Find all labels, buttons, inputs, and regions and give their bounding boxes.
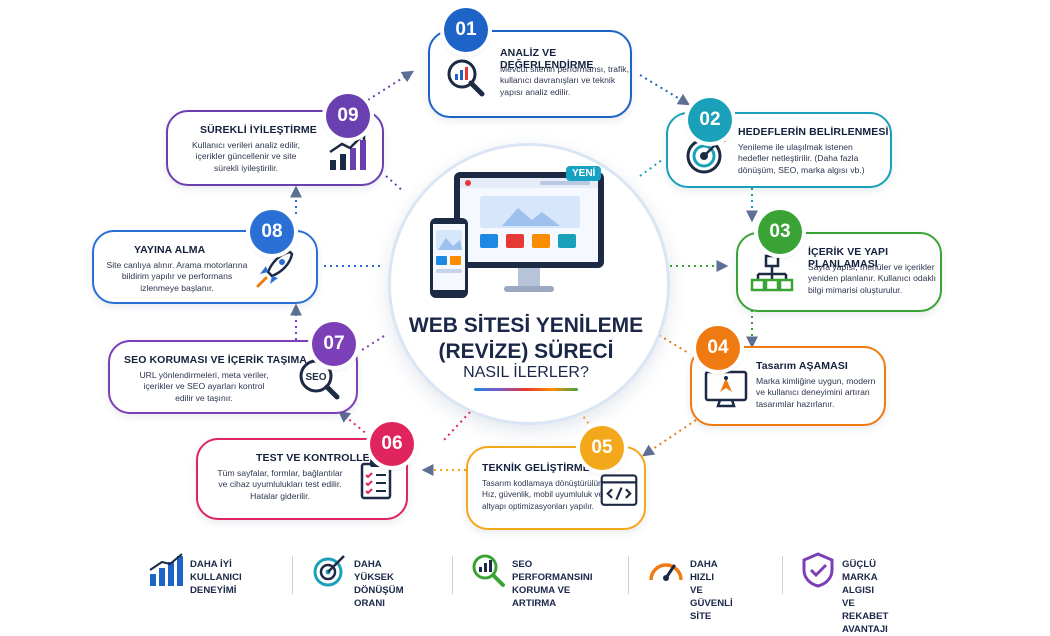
center-subtitle: NASIL İLERLER? xyxy=(463,364,589,381)
magnifier-chart-icon xyxy=(472,554,505,587)
bar-chart-icon xyxy=(149,553,183,586)
center-title: WEB SİTESİ YENİLEME (REVİZE) SÜRECİ xyxy=(408,314,644,363)
devices-illustration xyxy=(430,172,604,298)
step-card-03: İÇERİK VE YAPI PLANLAMASI Sayfa yapısı, … xyxy=(736,232,942,312)
step-badge-08: 08 xyxy=(250,210,294,254)
code-window-icon xyxy=(600,474,638,506)
step-title: TEKNİK GELİŞTİRME xyxy=(482,462,590,474)
divider xyxy=(452,556,453,594)
step-title: TEST VE KONTROLLER xyxy=(256,452,378,464)
step-badge-05: 05 xyxy=(580,426,624,470)
svg-text:SEO: SEO xyxy=(305,372,326,383)
step-badge-04: 04 xyxy=(696,326,740,370)
step-title: HEDEFLERİN BELİRLENMESİ xyxy=(738,126,889,138)
step-title: SEO KORUMASI VE İÇERİK TAŞIMA xyxy=(124,354,307,366)
step-description: URL yönlendirmeleri, meta veriler,içerik… xyxy=(139,370,269,403)
step-card-04: Tasarım AŞAMASI Marka kimliğine uygun, m… xyxy=(690,346,886,426)
step-description: Mevcut sitenin performansı, trafik,kulla… xyxy=(500,64,629,97)
step-badge-07: 07 xyxy=(312,322,356,366)
step-description: Tasarım kodlamaya dönüştürülür.Hız, güve… xyxy=(482,479,604,511)
target-icon xyxy=(313,555,345,587)
step-badge-09: 09 xyxy=(326,94,370,138)
step-title: SÜREKLİ İYİLEŞTİRME xyxy=(200,124,317,136)
divider xyxy=(292,556,293,594)
shield-check-icon xyxy=(802,552,834,588)
rainbow-underline xyxy=(474,388,578,391)
rocket-icon xyxy=(256,250,294,288)
process-infographic: YENİ WEB SİTESİ YENİLEME (REVİZE) SÜRECİ… xyxy=(0,8,1050,635)
step-badge-01: 01 xyxy=(444,8,488,52)
speedometer-icon xyxy=(649,563,683,581)
step-description: Kullanıcı verileri analiz edilir,içerikl… xyxy=(192,140,300,173)
seo-magnifier-icon: SEO xyxy=(299,359,340,400)
sitemap-icon xyxy=(750,254,794,292)
step-badge-02: 02 xyxy=(688,98,732,142)
step-badge-03: 03 xyxy=(758,210,802,254)
divider xyxy=(782,556,783,594)
step-title: İÇERİK VE YAPI PLANLAMASI xyxy=(808,246,889,270)
step-title: YAYINA ALMA xyxy=(134,244,206,256)
step-title: ANALİZ VE DEĞERLENDİRME xyxy=(500,47,594,71)
magnifier-chart-icon xyxy=(447,59,485,97)
step-title: Tasarım AŞAMASI xyxy=(756,360,848,372)
new-tag: YENİ xyxy=(566,166,602,181)
design-monitor-icon xyxy=(704,370,748,408)
divider xyxy=(628,556,629,594)
step-badge-06: 06 xyxy=(370,422,414,466)
